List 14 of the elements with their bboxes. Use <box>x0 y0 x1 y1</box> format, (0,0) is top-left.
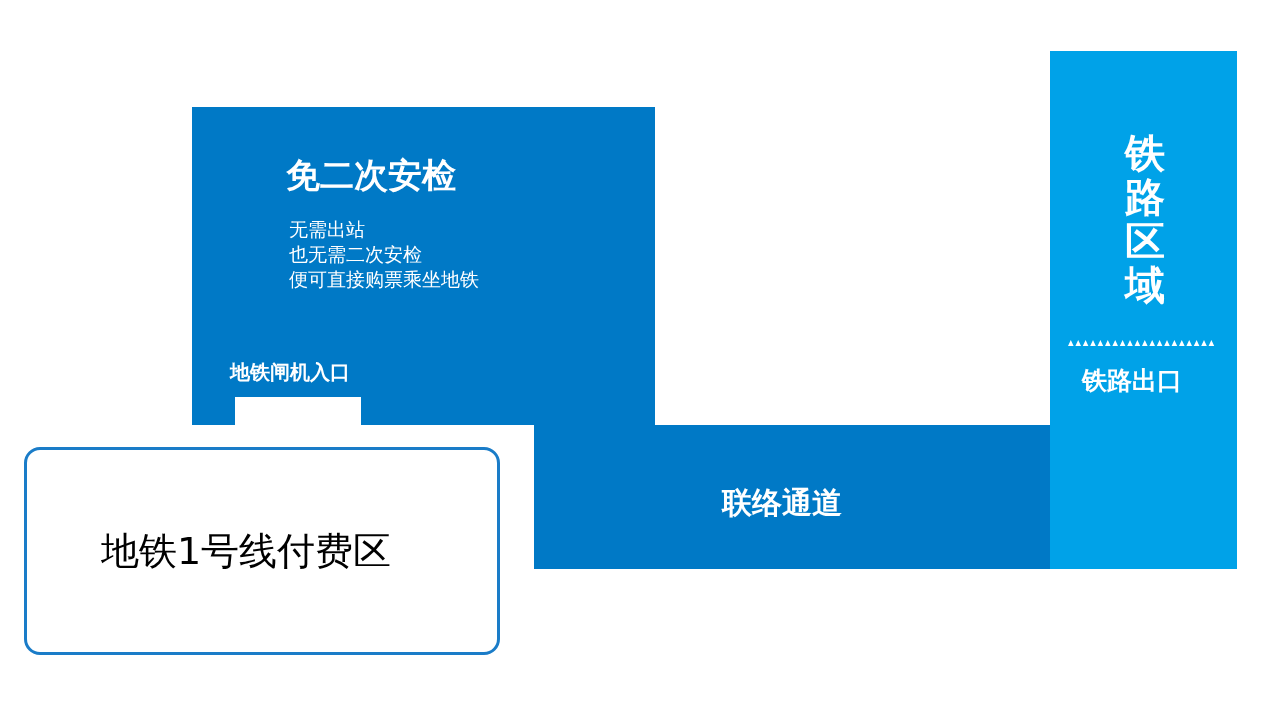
gate-label: 地铁闸机入口 <box>230 359 350 386</box>
area-block <box>192 107 655 425</box>
zone-box <box>24 447 500 655</box>
note-line: 也无需二次安检 <box>289 242 422 267</box>
area-label: 联络通道 <box>722 484 842 522</box>
gate-opening <box>235 397 361 425</box>
exit-label: 铁路出口 <box>1082 365 1182 397</box>
zone-label: 地铁1号线付费区 <box>101 528 392 575</box>
area-label: 铁路区域 <box>1125 131 1165 307</box>
heading: 免二次安检 <box>286 154 456 197</box>
area-block <box>534 425 1053 569</box>
area-block <box>1050 51 1237 569</box>
note-line: 便可直接购票乘坐地铁 <box>289 267 479 292</box>
note-line: 无需出站 <box>289 217 365 242</box>
